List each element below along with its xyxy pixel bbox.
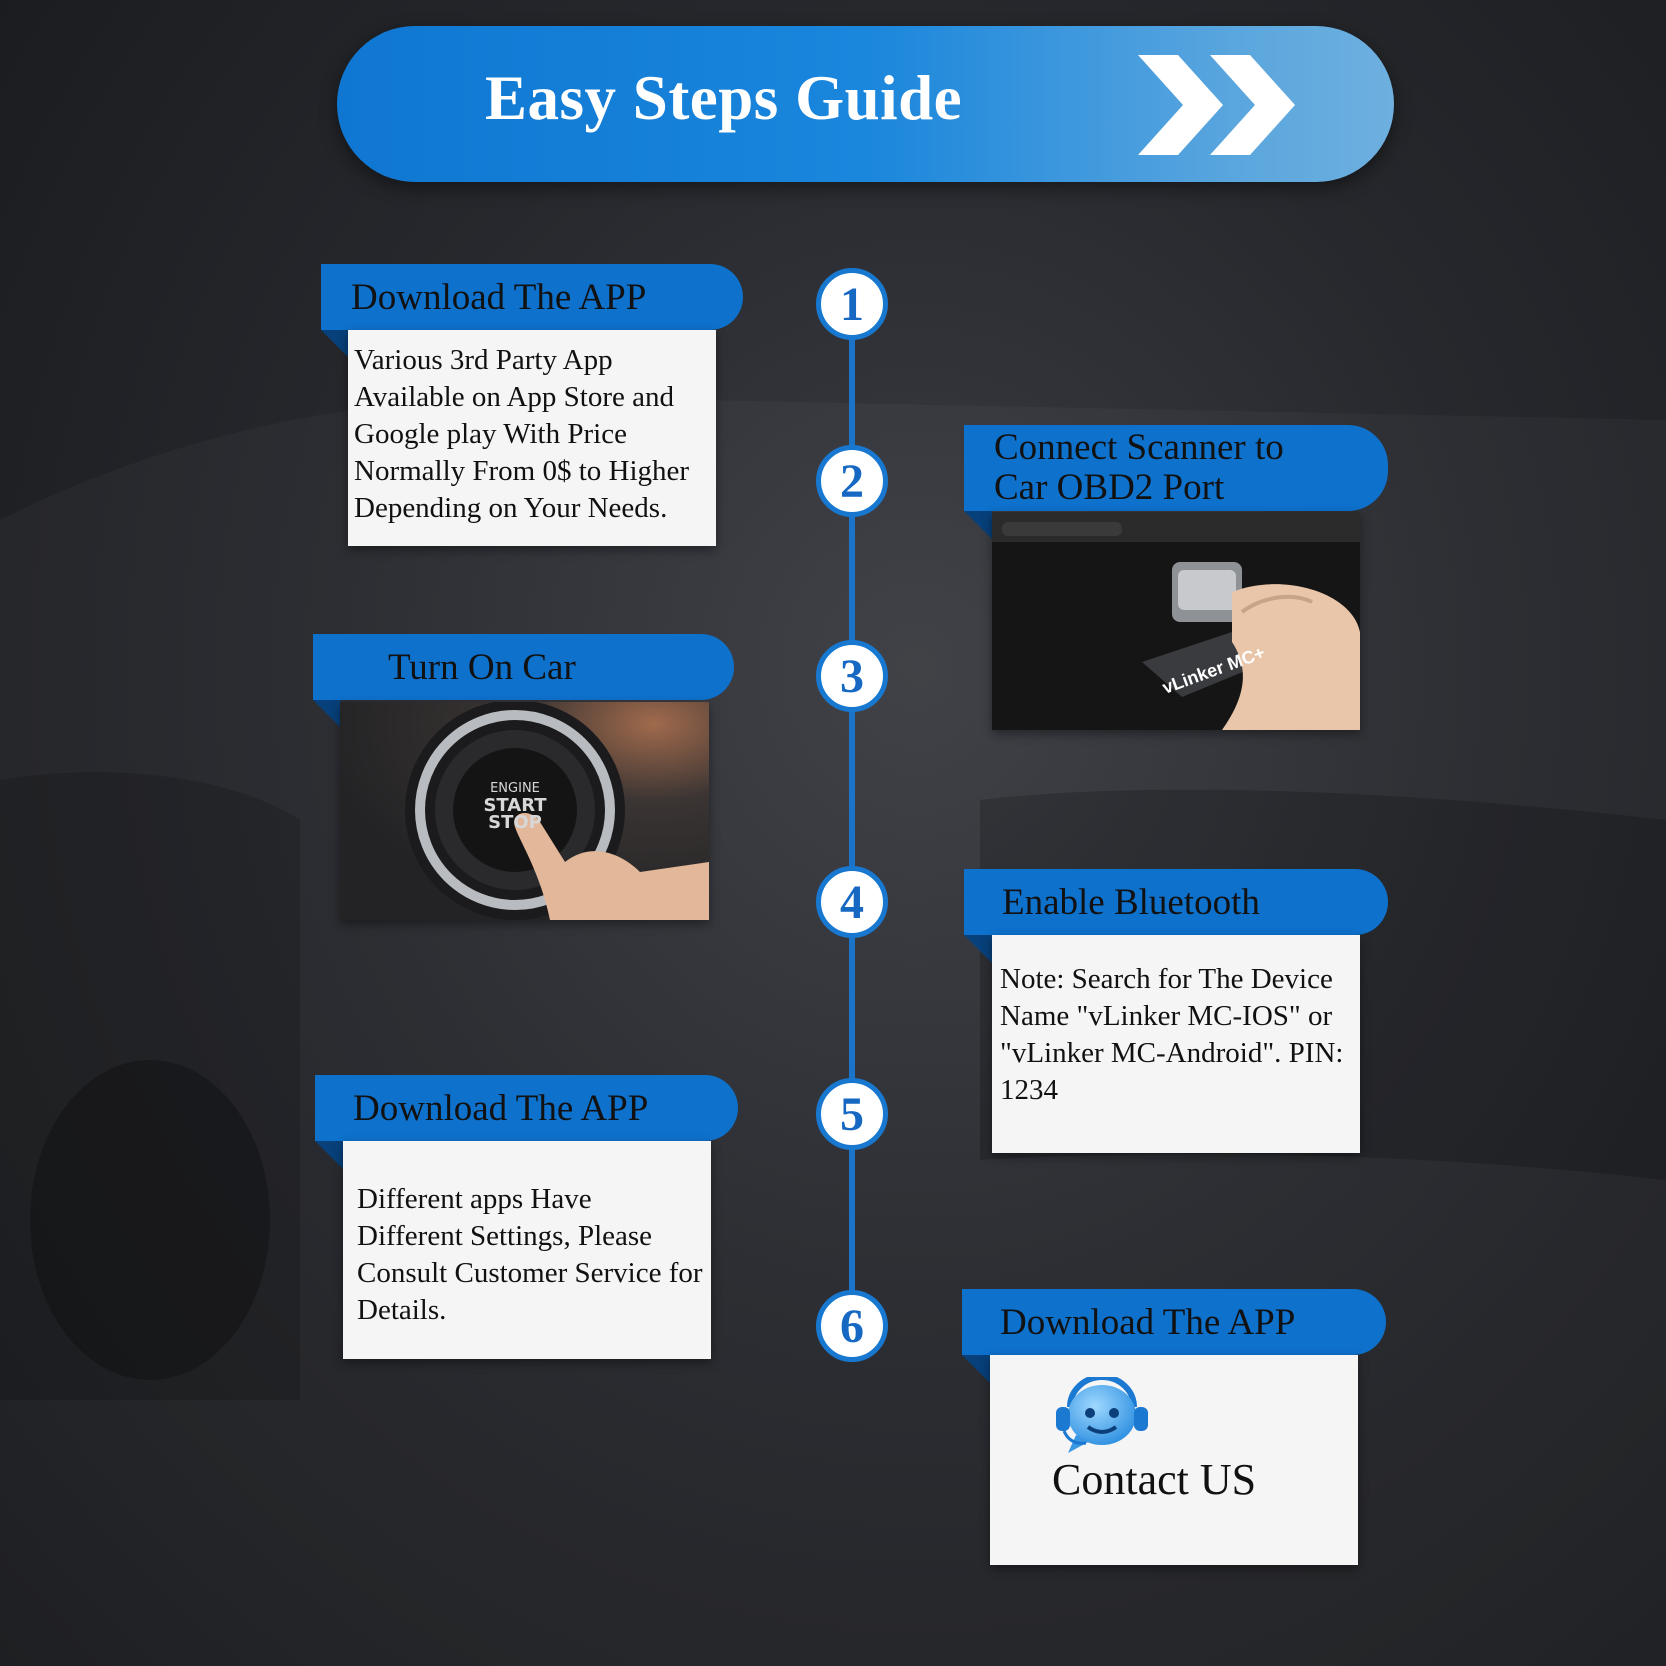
stop-label: STOP	[488, 812, 542, 833]
step-number-6: 6	[816, 1290, 888, 1362]
ribbon-fold	[313, 700, 341, 728]
engine-button-labels: ENGINE START STOP	[480, 780, 550, 833]
double-chevron-icon	[1138, 55, 1295, 155]
step-number-4: 4	[816, 866, 888, 938]
step-number-5: 5	[816, 1078, 888, 1150]
step-6-title-text: Download The APP	[1000, 1301, 1296, 1343]
obd-scanner-illustration	[992, 512, 1360, 730]
engine-start-illustration	[340, 702, 709, 920]
ribbon-fold	[962, 1355, 990, 1383]
ribbon-fold	[964, 511, 992, 539]
step-4-panel: Note: Search for The Device Name "vLinke…	[992, 935, 1360, 1153]
step-4-title: Enable Bluetooth	[964, 869, 1388, 963]
engine-start-photo: ENGINE START STOP	[340, 702, 709, 920]
step-2-title-line1: Connect Scanner to	[994, 427, 1284, 468]
step-number-1: 1	[816, 268, 888, 340]
step-6-panel[interactable]: Contact US	[990, 1355, 1358, 1565]
step-6-title: Download The APP	[962, 1289, 1386, 1383]
step-1-panel: Various 3rd Party App Available on App S…	[348, 330, 716, 546]
step-number-3: 3	[816, 640, 888, 712]
ribbon-fold	[964, 935, 992, 963]
obd-scanner-photo: vLinker MC+	[992, 512, 1360, 730]
ribbon-fold	[315, 1141, 343, 1169]
customer-service-icon	[1056, 1377, 1148, 1453]
step-5-title: Download The APP	[315, 1075, 738, 1169]
step-4-text: Note: Search for The Device Name "vLinke…	[1000, 963, 1344, 1106]
step-1-text: Various 3rd Party App Available on App S…	[354, 344, 690, 524]
timeline-line	[849, 300, 855, 1330]
step-5-title-text: Download The APP	[353, 1087, 649, 1129]
engine-label: ENGINE	[490, 781, 540, 796]
step-number-2: 2	[816, 445, 888, 517]
ribbon-fold	[321, 330, 349, 358]
start-label: START	[483, 795, 547, 816]
step-1-title-text: Download The APP	[351, 276, 647, 318]
step-2-title-line2: Car OBD2 Port	[994, 467, 1225, 508]
step-4-title-text: Enable Bluetooth	[1002, 881, 1260, 923]
step-3-title: Turn On Car	[313, 634, 734, 728]
contact-us-link[interactable]: Contact US	[1052, 1455, 1257, 1504]
step-5-panel: Different apps Have Different Settings, …	[343, 1141, 711, 1359]
step-1-title: Download The APP	[321, 264, 743, 358]
step-3-title-text: Turn On Car	[388, 646, 576, 688]
header-banner: Easy Steps Guide	[337, 26, 1394, 182]
banner-title: Easy Steps Guide	[485, 63, 963, 133]
step-2-title: Connect Scanner to Car OBD2 Port	[964, 425, 1388, 539]
step-5-text: Different apps Have Different Settings, …	[357, 1183, 703, 1326]
